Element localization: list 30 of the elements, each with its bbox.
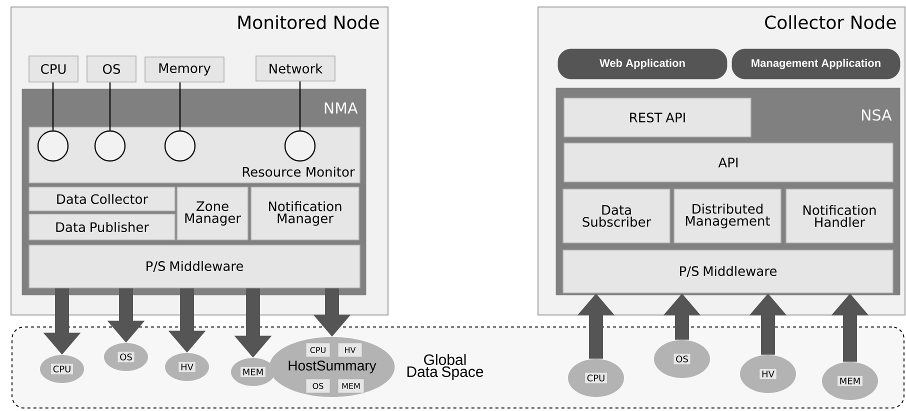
component-box: Memory [144,56,224,82]
component-box: Data Subscriber [562,188,670,244]
circle-port [94,130,126,162]
field-box: MEM [338,378,364,394]
node-label: MEM [243,368,263,376]
connector-line [109,82,111,130]
connector-line [52,82,54,130]
application-pill: Web Application [558,48,728,80]
component-box: P/S Middleware [562,250,894,294]
circle-port [37,130,69,162]
field-box: OS [306,378,330,394]
circle-port [164,130,196,162]
field-box: CPU [306,342,330,358]
component-box: Notification Handler [786,188,894,244]
component-box: Distributed Management [674,188,782,244]
circle-port [284,130,316,162]
component-box: Notification Manager [250,186,360,240]
connector-line [299,81,301,130]
component-box: P/S Middleware [28,244,360,288]
component-box: CPU [28,56,78,82]
component-box: Data Publisher [28,214,176,240]
connector-line [179,82,181,130]
component-box: API [564,142,894,182]
component-box: Zone Manager [176,186,248,240]
component-box: Data Collector [28,186,176,212]
component-box: REST API [564,98,752,138]
field-box: HV [338,342,362,358]
component-box: Network [256,56,336,82]
component-box: OS [86,56,136,82]
application-pill: Management Application [732,48,900,80]
